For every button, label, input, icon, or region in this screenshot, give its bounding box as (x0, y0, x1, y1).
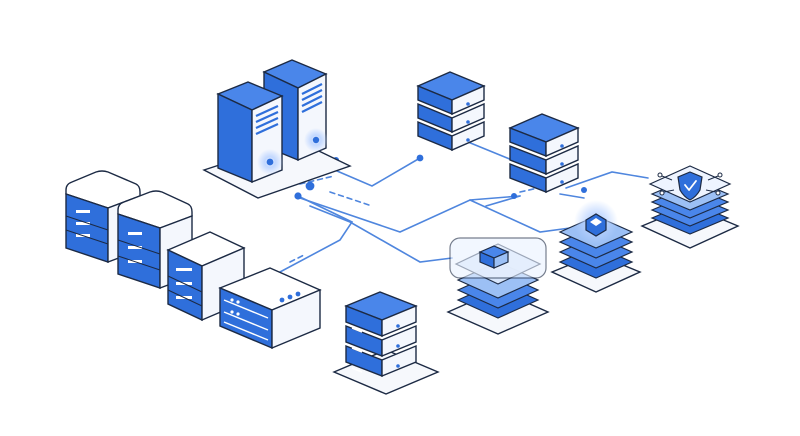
tower-server-a[interactable] (216, 81, 284, 184)
rack-server-4[interactable] (218, 267, 322, 350)
tower-server-group (202, 59, 352, 199)
tower-b-status-light (312, 136, 320, 144)
connector-dashed-racks (289, 253, 307, 263)
connector-to-layer-right (469, 199, 571, 233)
shield-node[interactable] (640, 165, 740, 249)
connector-to-racks (249, 195, 354, 283)
junction-dot (416, 154, 424, 162)
junction-dot (511, 193, 517, 199)
connector-stack-down (559, 193, 585, 199)
connector-dashed-mid (329, 191, 373, 207)
stack-server-mid[interactable] (508, 113, 580, 194)
connector-lines (249, 141, 649, 283)
layer-node-center[interactable] (446, 237, 550, 335)
shield-icon (677, 171, 703, 201)
connector-to-stack-mid (299, 195, 521, 233)
connector-stack-to-shield (565, 171, 649, 189)
tower-a-status-light (266, 158, 274, 166)
junction-dot (581, 187, 587, 193)
rack-server-cluster (65, 170, 322, 350)
stack-server-bottom[interactable] (332, 291, 440, 395)
connector-to-layer-center (309, 205, 453, 263)
tower-a-left (217, 92, 253, 184)
layer-node-right[interactable] (550, 200, 642, 293)
connector-dashed-top (299, 175, 335, 185)
junction-dot (294, 192, 302, 200)
stack-server-top[interactable] (416, 71, 486, 152)
connector-stack-link (467, 141, 513, 161)
junction-dot (305, 181, 315, 191)
